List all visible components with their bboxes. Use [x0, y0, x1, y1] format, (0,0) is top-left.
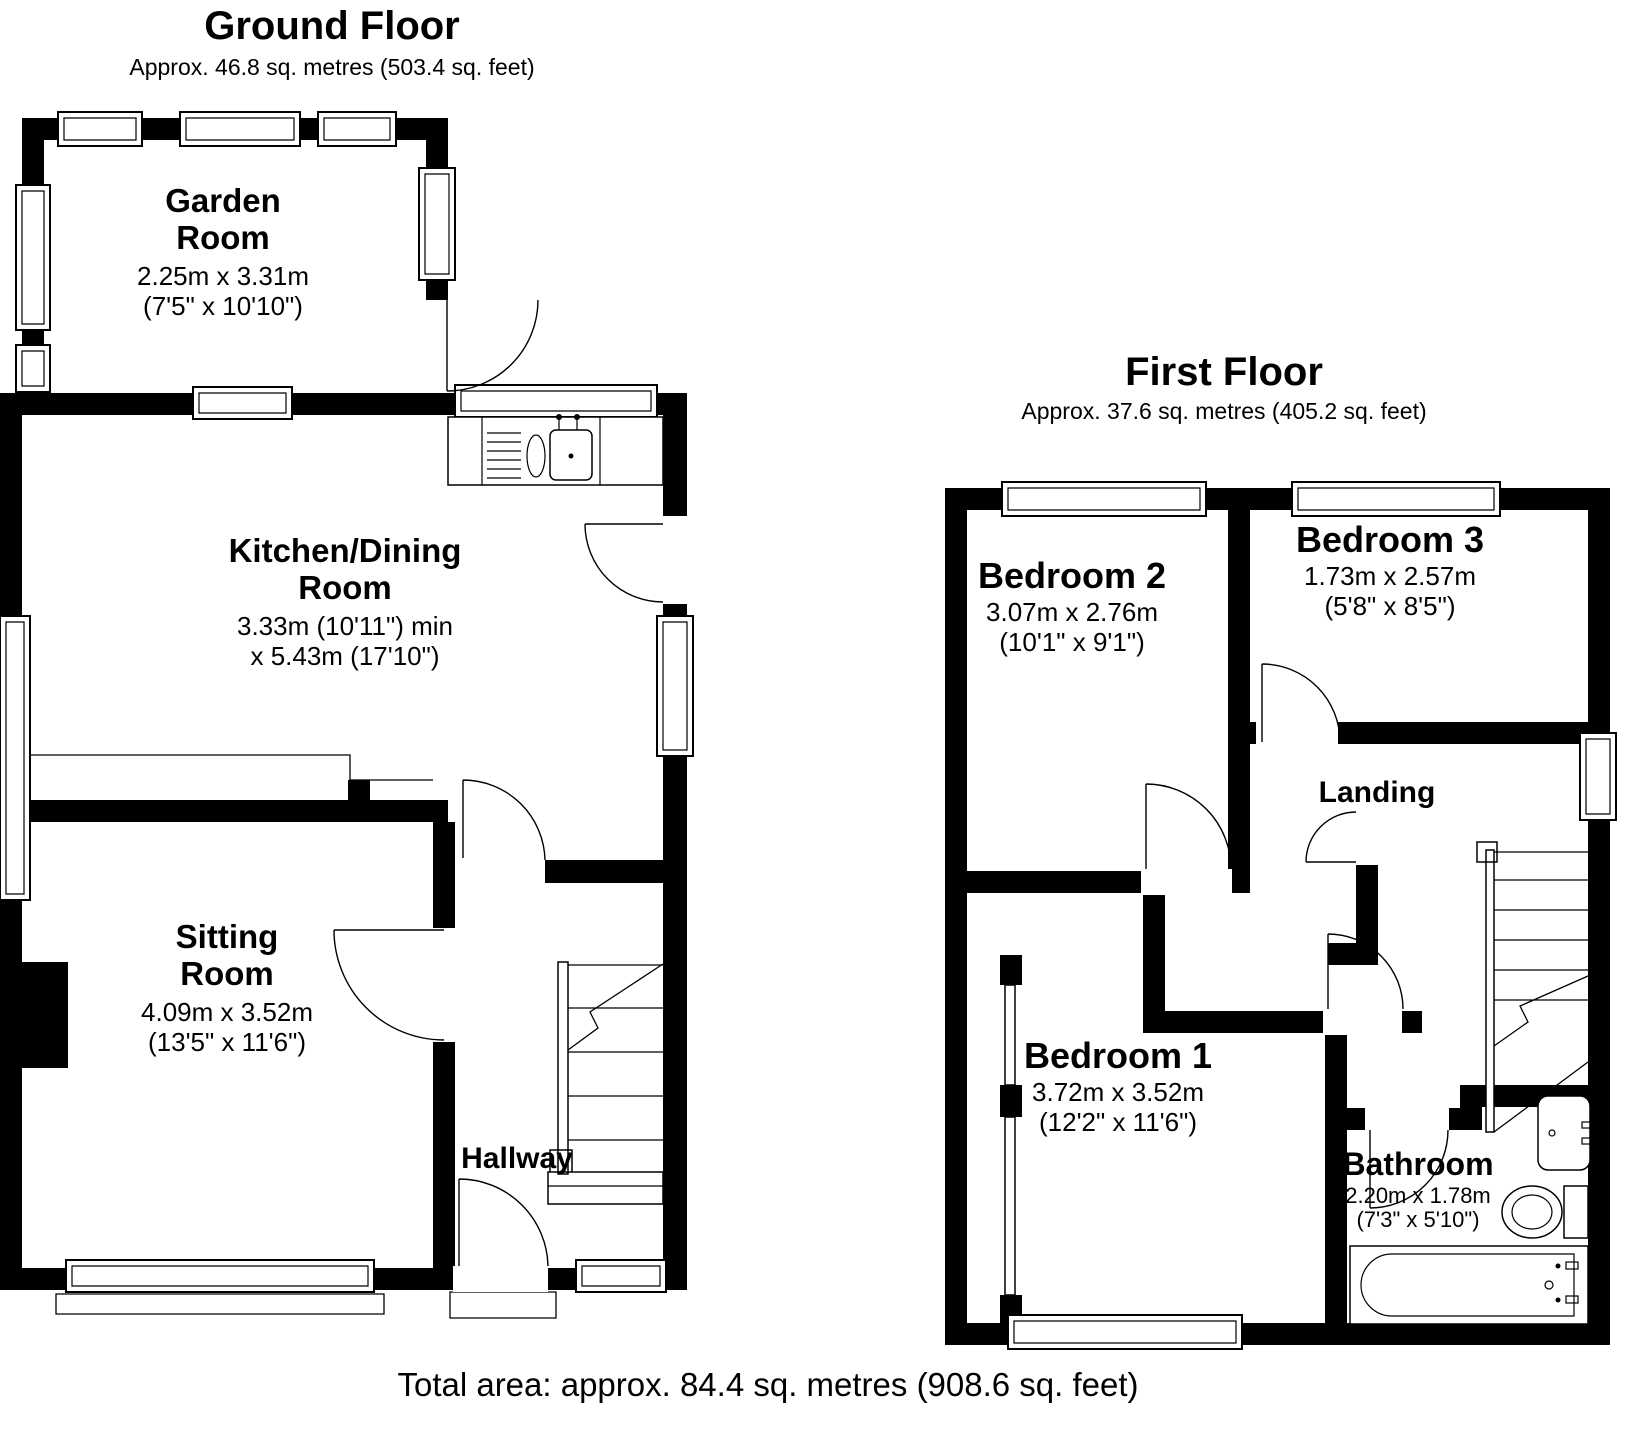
bath-drain — [1544, 1280, 1554, 1290]
bedroom1-dims-imperial: (12'2" x 11'6") — [1039, 1107, 1197, 1137]
basin-icon — [1537, 1095, 1591, 1171]
basin-drain — [1548, 1129, 1556, 1137]
bedroom1-wardrobe-line — [1004, 984, 1016, 1296]
garden-room-dims-metric: 2.25m x 3.31m — [137, 261, 309, 291]
first-floor-title: First Floor — [1125, 350, 1323, 394]
bay-window-sill — [55, 1293, 385, 1315]
stairs-treads — [548, 963, 664, 1187]
bath-tap-top — [1555, 1263, 1561, 1269]
sink-tap-left — [556, 414, 562, 420]
ground-stairs-icon — [547, 961, 664, 1205]
toilet-icon — [1501, 1185, 1563, 1239]
sitting-room-dims-metric: 4.09m x 3.52m — [141, 997, 313, 1027]
kitchen-beam-line — [28, 754, 433, 781]
bath-tap-fitting-top — [1565, 1261, 1579, 1270]
ground-floor-walls — [0, 118, 687, 1290]
ground-floor-title: Ground Floor — [204, 4, 460, 48]
ground-door-swings-icon — [333, 299, 664, 1267]
first-floor-subtitle: Approx. 37.6 sq. metres (405.2 sq. feet) — [1021, 398, 1427, 424]
bath-tap-bottom — [1555, 1297, 1561, 1303]
kitchen-dining-dims-imperial: x 5.43m (17'10") — [250, 641, 440, 671]
toilet-cistern — [1563, 1185, 1589, 1239]
sink-drain — [568, 453, 574, 459]
hallway-label: Hallway — [461, 1142, 573, 1175]
bedroom2-label: Bedroom 2 — [977, 555, 1167, 596]
bedroom3-label: Bedroom 3 — [1295, 519, 1485, 560]
basin-tap-bottom — [1581, 1137, 1593, 1145]
first-door-swings-icon — [1145, 663, 1449, 1209]
sitting-room-label: Sitting Room — [175, 918, 279, 993]
bedroom1-label: Bedroom 1 — [1023, 1035, 1213, 1076]
drainer-oval — [526, 434, 546, 478]
kitchen-counter — [447, 414, 664, 486]
bedroom3-dims-imperial: (5'8" x 8'5") — [1324, 591, 1456, 621]
stairs-treads — [1493, 851, 1589, 1133]
kitchen-dining-label: Kitchen/Dining Room — [228, 532, 462, 607]
first-floor-plan — [945, 481, 1617, 1350]
bedroom3-dims-metric: 1.73m x 2.57m — [1304, 561, 1476, 591]
first-door-openings — [1141, 720, 1449, 1132]
toilet-bowl-inner — [1511, 1194, 1553, 1230]
sink-tap-right — [574, 414, 580, 420]
kitchen-dining-dims-metric: 3.33m (10'11") min — [236, 611, 454, 641]
sitting-room-dims-imperial: (13'5" x 11'6") — [148, 1027, 306, 1057]
first-stairs-icon — [1476, 841, 1589, 1133]
ground-floor-plan — [0, 111, 694, 1319]
bath-icon — [1349, 1245, 1589, 1325]
bathroom-dims-metric: 2.20m x 1.78m — [1345, 1183, 1491, 1208]
stairs-stringer-newel — [547, 961, 664, 1205]
ground-floor-subtitle: Approx. 46.8 sq. metres (503.4 sq. feet) — [129, 54, 535, 80]
total-area-label: Total area: approx. 84.4 sq. metres (908… — [397, 1366, 1139, 1403]
bathroom-dims-imperial: (7'3" x 5'10") — [1356, 1207, 1480, 1232]
bedroom2-dims-imperial: (10'1" x 9'1") — [999, 627, 1145, 657]
basin-tap-top — [1581, 1121, 1593, 1129]
ground-window-panes — [5, 117, 688, 1287]
bath-tap-fitting-bottom — [1565, 1295, 1579, 1304]
bedroom1-dims-metric: 3.72m x 3.52m — [1032, 1077, 1204, 1107]
counter-details — [481, 417, 601, 485]
bathroom-fixtures — [1349, 1095, 1593, 1325]
bedroom2-dims-metric: 3.07m x 2.76m — [986, 597, 1158, 627]
garden-room-label: Garden Room — [165, 182, 281, 257]
garden-room-dims-imperial: (7'5" x 10'10") — [143, 291, 303, 321]
front-door-step — [449, 1291, 557, 1319]
landing-label: Landing — [1318, 776, 1436, 809]
first-window-panes — [1007, 487, 1611, 1344]
bath-tub-inner — [1360, 1253, 1575, 1317]
first-windows-icon — [1001, 481, 1617, 1350]
bathroom-label: Bathroom — [1342, 1146, 1494, 1182]
ground-door-openings — [432, 516, 689, 1292]
ground-windows-icon — [0, 111, 694, 1293]
